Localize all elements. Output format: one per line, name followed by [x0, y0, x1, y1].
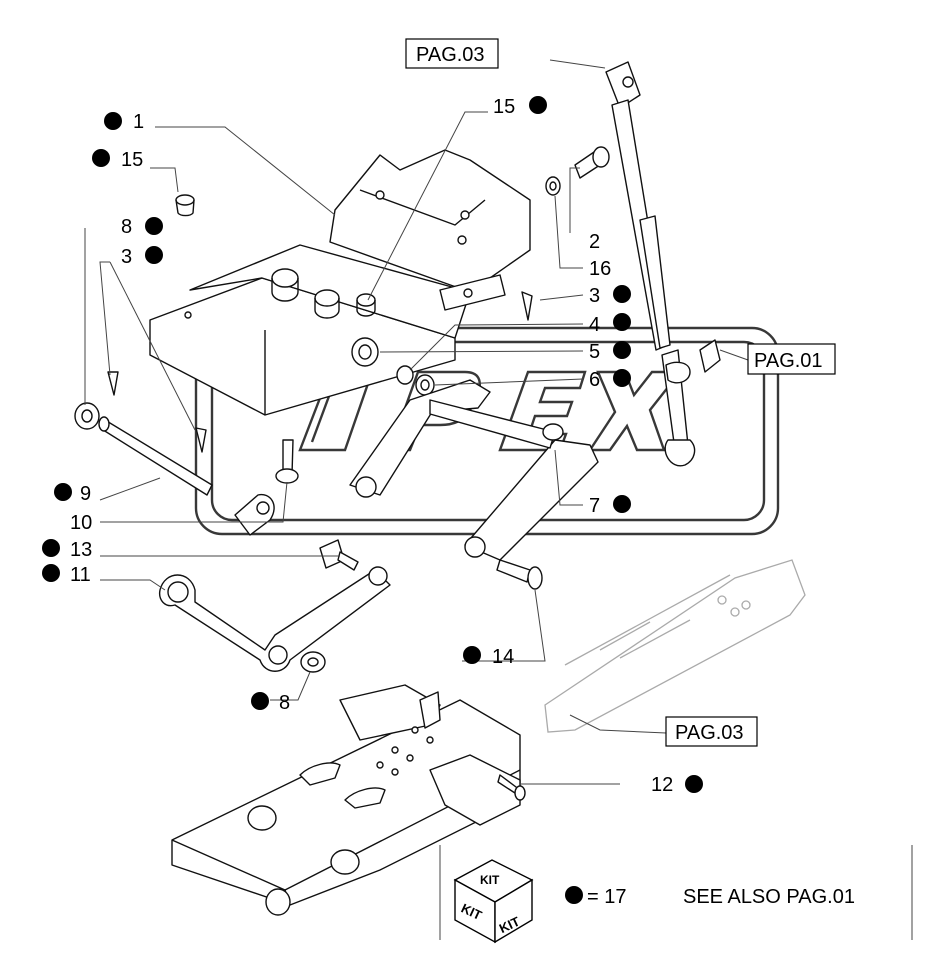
callout-dot-8-bottom: [251, 692, 269, 710]
cotter-pin-3b: [195, 427, 207, 453]
callout-dot-3-left: [145, 246, 163, 264]
label-2: 2: [589, 231, 600, 253]
ref-pag03-top: PAG.03: [416, 44, 485, 66]
lower-cradle: [171, 684, 526, 916]
callout-dot-14: [463, 646, 481, 664]
callout-dot-4: [613, 313, 631, 331]
legend-dot-equals: = 17: [587, 886, 626, 908]
kit-top-text: KIT: [480, 873, 500, 887]
ref-pag03-bottom: PAG.03: [675, 722, 744, 744]
pin-15: [175, 194, 195, 217]
label-15-left: 15: [121, 149, 143, 171]
cotter-pin-3a: [107, 371, 119, 396]
label-8-bottom: 8: [279, 692, 290, 714]
pin-9: [98, 416, 213, 496]
washer-6: [415, 374, 435, 396]
callout-dot-8-top: [145, 217, 163, 235]
label-14: 14: [492, 646, 514, 668]
bolt-13: [319, 539, 359, 571]
ref-pag01: PAG.01: [754, 350, 823, 372]
lever-bracket: [158, 493, 391, 672]
callout-dot-13: [42, 539, 60, 557]
callout-dot-15-top: [529, 96, 547, 114]
label-5: 5: [589, 341, 600, 363]
label-16: 16: [589, 258, 611, 280]
kit-box-icon: KIT KIT KIT: [453, 859, 534, 944]
callout-dot-9: [54, 483, 72, 501]
page-references: PAG.03 PAG.01 PAG.03: [405, 38, 836, 747]
callout-dot-15-left: [92, 149, 110, 167]
upper-housing: [149, 149, 531, 416]
cotter-pin-3c: [521, 291, 533, 321]
washer-8-top: [74, 402, 100, 430]
kit-legend: KIT KIT KIT = 17 SEE ALSO PAG.01: [453, 859, 855, 944]
label-3-right: 3: [589, 285, 600, 307]
callout-dot-12: [685, 775, 703, 793]
leader-lines: [84, 59, 913, 940]
ref-box-pag03-top: [405, 38, 499, 69]
label-7: 7: [589, 495, 600, 517]
label-10: 10: [70, 512, 92, 534]
ref-box-pag01: [747, 343, 836, 375]
callout-dot-7: [613, 495, 631, 513]
legend-see-also: SEE ALSO PAG.01: [683, 886, 855, 908]
callout-dot-11: [42, 564, 60, 582]
ref-box-pag03-bottom: [665, 716, 758, 747]
label-4: 4: [589, 314, 600, 336]
label-15-top: 15: [493, 96, 515, 118]
pin-14: [496, 559, 543, 590]
label-13: 13: [70, 539, 92, 561]
label-1: 1: [133, 111, 144, 133]
bolt-10: [275, 439, 299, 484]
washer-16: [545, 176, 561, 196]
bushing-5: [351, 337, 379, 367]
callout-dot-5: [613, 341, 631, 359]
housing-bushings: [271, 268, 376, 319]
bolt-2: [574, 146, 610, 179]
label-8-top: 8: [121, 216, 132, 238]
legend-dot: [565, 886, 583, 904]
gas-strut: [605, 61, 721, 467]
label-9: 9: [80, 483, 91, 505]
callout-labels: 1 15 15 8 3 2 16 3 4 5 6 7 9 10 13 11 14…: [42, 96, 703, 796]
label-3-left: 3: [121, 246, 132, 268]
label-11: 11: [70, 564, 91, 586]
callout-dot-3-right: [613, 285, 631, 303]
ghost-tie-rod: [544, 559, 806, 733]
callout-dot-1: [104, 112, 122, 130]
washer-8-bottom: [300, 651, 326, 673]
callout-dot-6: [613, 369, 631, 387]
washer-4: [396, 365, 414, 385]
label-6: 6: [589, 369, 600, 391]
link-arm-assembly: [349, 379, 599, 561]
label-12: 12: [651, 774, 673, 796]
